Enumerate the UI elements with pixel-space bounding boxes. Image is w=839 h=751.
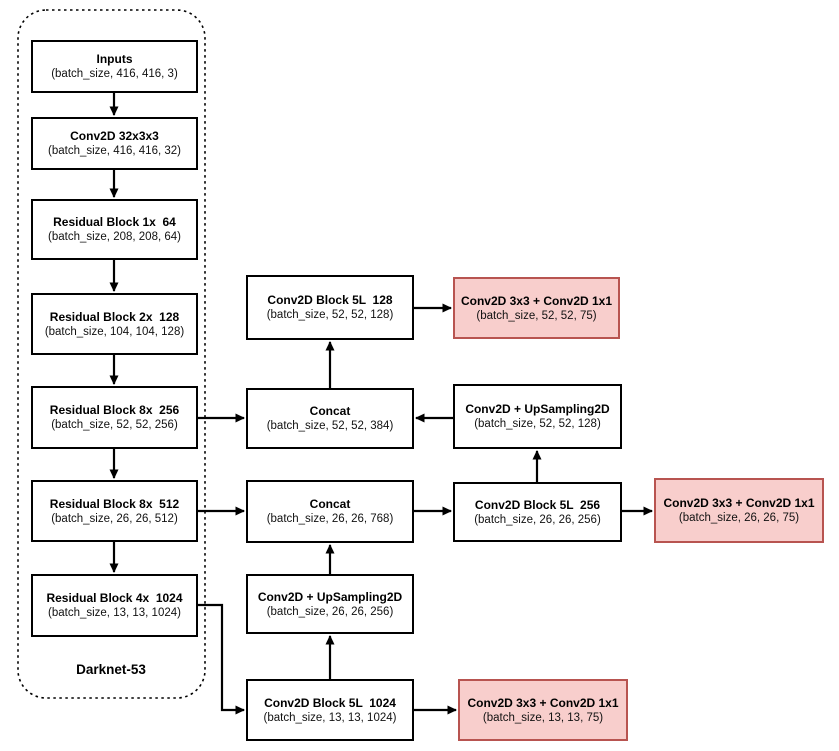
- node-shape: (batch_size, 52, 52, 256): [51, 419, 178, 431]
- node-conv2d-block-5l-256: Conv2D Block 5L 256 (batch_size, 26, 26,…: [453, 482, 622, 542]
- node-conv2d-block-5l-128: Conv2D Block 5L 128 (batch_size, 52, 52,…: [246, 275, 414, 340]
- node-title: Concat: [309, 497, 351, 511]
- node-title: Conv2D 3x3 + Conv2D 1x1: [460, 293, 613, 308]
- node-shape: (batch_size, 26, 26, 512): [51, 512, 178, 525]
- node-title: Conv2D 3x3 + Conv2D 1x1: [663, 496, 815, 510]
- node-title: Residual Block 4x 1024: [46, 591, 183, 605]
- node-shape: (batch_size, 52, 52, 128): [266, 309, 394, 321]
- node-title: Conv2D Block 5L 256: [474, 497, 601, 512]
- node-detection-head-13: Conv2D 3x3 + Conv2D 1x1 (batch_size, 13,…: [458, 679, 628, 741]
- node-residual-block-2x-128: Residual Block 2x 128 (batch_size, 104, …: [31, 293, 198, 355]
- node-title: Conv2D 32x3x3: [70, 129, 159, 143]
- darknet-group-label: Darknet-53: [76, 662, 146, 677]
- node-shape: (batch_size, 26, 26, 768): [266, 513, 394, 525]
- node-title: Residual Block 8x 256: [49, 403, 180, 417]
- node-title: Conv2D Block 5L 1024: [264, 695, 396, 710]
- node-title: Conv2D Block 5L 128: [267, 293, 393, 307]
- node-conv2d-upsampling2d-26: Conv2D + UpSampling2D (batch_size, 26, 2…: [246, 574, 414, 634]
- node-conv2d-block-5l-1024: Conv2D Block 5L 1024 (batch_size, 13, 13…: [246, 679, 414, 741]
- node-title: Residual Block 8x 512: [49, 496, 180, 511]
- node-detection-head-26: Conv2D 3x3 + Conv2D 1x1 (batch_size, 26,…: [654, 478, 824, 543]
- edge-res4-block5l1024: [198, 603, 245, 715]
- node-concat-52: Concat (batch_size, 52, 52, 384): [246, 388, 414, 449]
- node-inputs: Inputs (batch_size, 416, 416, 3): [31, 40, 198, 93]
- node-residual-block-8x-512: Residual Block 8x 512 (batch_size, 26, 2…: [31, 480, 198, 542]
- node-shape: (batch_size, 26, 26, 256): [266, 605, 394, 618]
- node-conv2d-32x3x3: Conv2D 32x3x3 (batch_size, 416, 416, 32): [31, 117, 198, 170]
- node-title: Inputs: [96, 52, 133, 66]
- node-shape: (batch_size, 208, 208, 64): [48, 231, 181, 243]
- node-concat-26: Concat (batch_size, 26, 26, 768): [246, 480, 414, 543]
- node-title: Residual Block 1x 64: [53, 215, 176, 229]
- node-title: Conv2D + UpSampling2D: [465, 402, 610, 416]
- node-shape: (batch_size, 26, 26, 256): [474, 513, 601, 526]
- node-title: Concat: [309, 404, 351, 418]
- node-residual-block-8x-256: Residual Block 8x 256 (batch_size, 52, 5…: [31, 386, 198, 449]
- node-shape: (batch_size, 416, 416, 3): [51, 68, 178, 80]
- node-conv2d-upsampling2d-52: Conv2D + UpSampling2D (batch_size, 52, 5…: [453, 384, 622, 449]
- node-title: Conv2D 3x3 + Conv2D 1x1: [467, 695, 619, 710]
- node-detection-head-52: Conv2D 3x3 + Conv2D 1x1 (batch_size, 52,…: [453, 277, 620, 339]
- node-shape: (batch_size, 416, 416, 32): [48, 145, 181, 157]
- node-shape: (batch_size, 52, 52, 128): [474, 418, 601, 430]
- node-shape: (batch_size, 13, 13, 75): [482, 711, 604, 724]
- node-title: Conv2D + UpSampling2D: [257, 589, 403, 604]
- node-shape: (batch_size, 52, 52, 384): [266, 420, 394, 432]
- node-residual-block-4x-1024: Residual Block 4x 1024 (batch_size, 13, …: [31, 574, 198, 637]
- node-shape: (batch_size, 52, 52, 75): [476, 309, 597, 322]
- node-title: Residual Block 2x 128: [49, 309, 180, 324]
- node-shape: (batch_size, 13, 13, 1024): [48, 607, 181, 619]
- node-residual-block-1x-64: Residual Block 1x 64 (batch_size, 208, 2…: [31, 199, 198, 260]
- node-shape: (batch_size, 104, 104, 128): [44, 325, 185, 338]
- node-shape: (batch_size, 13, 13, 1024): [263, 711, 397, 724]
- node-shape: (batch_size, 26, 26, 75): [678, 512, 800, 524]
